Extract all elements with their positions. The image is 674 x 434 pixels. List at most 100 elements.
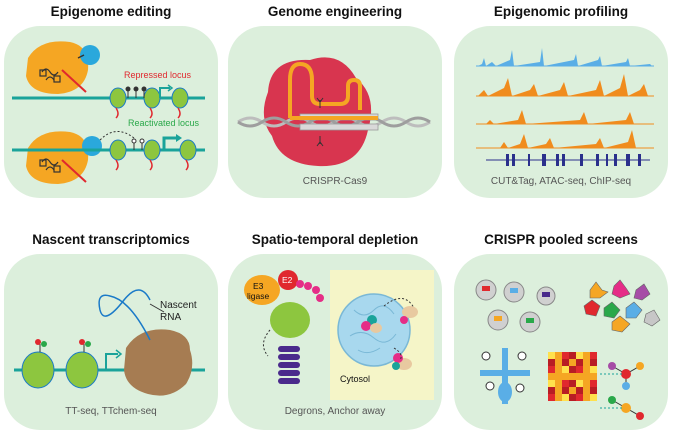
- rna-polymerase: [124, 329, 193, 396]
- heatmap-cell: [576, 352, 583, 359]
- heatmap-cell: [583, 366, 590, 373]
- heatmap-cell: [590, 352, 597, 359]
- heatmap-cell: [590, 380, 597, 387]
- heatmap-cell: [569, 366, 576, 373]
- network-nodes: [608, 362, 644, 420]
- heatmap-cell: [562, 394, 569, 401]
- heatmap-cell: [569, 373, 576, 380]
- nascent-transcriptomics-caption: TT-seq, TTchem-seq: [65, 406, 157, 417]
- heatmap-cell: [548, 359, 555, 366]
- heatmap-cell: [562, 352, 569, 359]
- panel-title-epigenome-editing: Epigenome editing: [50, 4, 172, 19]
- heatmap-cell: [569, 359, 576, 366]
- heatmap-cell: [576, 359, 583, 366]
- heatmap-cell: [569, 387, 576, 394]
- heatmap-cell: [555, 373, 562, 380]
- heatmap-cell: [583, 352, 590, 359]
- facs-sorter: [480, 348, 530, 404]
- spatio-temporal-caption: Degrons, Anchor away: [284, 406, 386, 417]
- heatmap-cell: [569, 380, 576, 387]
- reporter-cells: [583, 279, 661, 333]
- heatmap-cell: [569, 394, 576, 401]
- heatmap-cell: [548, 366, 555, 373]
- gene-annotation-track: [486, 154, 650, 166]
- target-strand-bottom: [299, 123, 379, 131]
- heatmap-cell: [590, 394, 597, 401]
- profiling-track-1: [478, 48, 652, 66]
- effector-domain-top: [80, 45, 100, 65]
- heatmap-cell: [555, 359, 562, 366]
- anchored-protein-nucleus: [361, 315, 382, 333]
- heatmap-cell: [562, 359, 569, 366]
- panel-title-crispr-screens: CRISPR pooled screens: [484, 232, 638, 247]
- tss-arrow-bottom: [162, 136, 178, 150]
- heatmap-cell: [576, 373, 583, 380]
- heatmap-cell: [555, 394, 562, 401]
- methyl-marks-top: [125, 86, 147, 98]
- heatmap-cell: [583, 373, 590, 380]
- anchored-protein-cytosol: [392, 306, 418, 370]
- heatmap-cell: [583, 380, 590, 387]
- nascent-rna-label-line2: RNA: [160, 312, 182, 323]
- panel-title-nascent-transcriptomics: Nascent transcriptomics: [32, 232, 190, 247]
- e2-label: E2: [282, 275, 293, 285]
- panel-title-genome-engineering: Genome engineering: [267, 4, 403, 19]
- cut-sites: [316, 97, 324, 147]
- tss-arrow-top: [159, 87, 170, 98]
- e3-ligase: [244, 275, 280, 305]
- target-protein: [270, 302, 310, 338]
- e3-label-line2: ligase: [247, 291, 270, 301]
- heatmap-cell: [576, 387, 583, 394]
- heatmap-cell: [555, 380, 562, 387]
- e2-enzyme: [278, 270, 298, 290]
- tss-arrow: [105, 353, 118, 370]
- panel-title-epigenomic-profiling: Epigenomic profiling: [493, 4, 629, 19]
- heatmap-cell: [576, 394, 583, 401]
- guide-rna-bottom: [39, 158, 61, 173]
- heatmap-cell: [555, 366, 562, 373]
- cytosol-label: Cytosol: [340, 374, 371, 384]
- heatmap-cell: [590, 359, 597, 366]
- heatmap-cell: [576, 366, 583, 373]
- transduced-cells: [475, 279, 556, 333]
- guide-rna: [288, 61, 362, 118]
- heatmap-cell: [548, 380, 555, 387]
- heatmap-cell: [562, 380, 569, 387]
- heatmap-cell: [548, 373, 555, 380]
- heatmap-cell: [590, 366, 597, 373]
- heatmap-cell: [548, 394, 555, 401]
- heatmap-cell: [555, 387, 562, 394]
- histone-marks: [35, 339, 91, 352]
- heatmap-cell: [555, 352, 562, 359]
- screen-heatmap: [548, 352, 597, 401]
- heatmap-cell: [583, 387, 590, 394]
- guide-rna-top: [39, 68, 61, 83]
- ubiquitin-chain: [296, 280, 324, 302]
- heatmap-cell: [569, 352, 576, 359]
- profiling-track-3: [486, 110, 634, 124]
- nucleosomes-top: [109, 87, 189, 109]
- proteasome: [278, 346, 300, 384]
- heatmap-cell: [590, 387, 597, 394]
- nucleosomes-bottom: [109, 139, 197, 161]
- e3-label-line1: E3: [253, 281, 264, 291]
- heatmap-cell: [562, 373, 569, 380]
- dna-helix: [237, 116, 431, 128]
- nascent-rna-label-line1: Nascent: [160, 300, 197, 311]
- genome-engineering-caption: CRISPR-Cas9: [302, 176, 368, 187]
- reactivated-locus-label: Reactivated locus: [128, 118, 200, 128]
- repressed-locus-label: Repressed locus: [124, 70, 192, 80]
- profiling-track-2: [478, 74, 648, 96]
- panel-title-spatio-temporal: Spatio-temporal depletion: [251, 232, 419, 247]
- heatmap-cell: [548, 387, 555, 394]
- heatmap-cell: [548, 352, 555, 359]
- epigenomic-profiling-caption: CUT&Tag, ATAC-seq, ChIP-seq: [490, 176, 632, 187]
- heatmap-cell: [583, 394, 590, 401]
